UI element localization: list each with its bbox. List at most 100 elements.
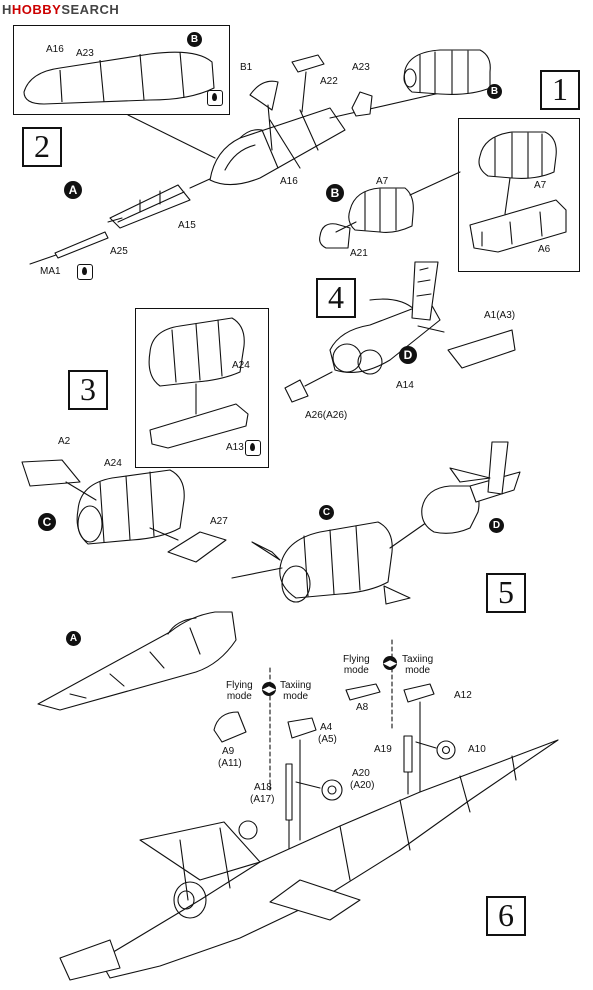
paint-icon	[207, 90, 223, 106]
wing-a27	[167, 531, 227, 563]
part-label-a16: A16	[280, 176, 298, 187]
center-fuselage-c	[251, 521, 411, 605]
fuselage-front	[209, 107, 346, 186]
assembly-arrow	[267, 104, 273, 151]
watermark: HHOBBYSEARCH	[2, 2, 119, 17]
step-number-1: 1	[540, 70, 580, 110]
callout-line	[127, 114, 216, 159]
part-label-a25: A25	[110, 246, 128, 257]
assembly-arrow	[415, 741, 437, 749]
taxiing-text: Taxiing	[280, 680, 312, 691]
panel-a22	[291, 54, 325, 73]
watermark-brand: HOBBY	[11, 2, 62, 17]
door-a9	[213, 711, 247, 743]
mode-text: mode	[343, 665, 369, 676]
part-label-a6: A6	[538, 244, 551, 255]
part-label-a12: A12	[454, 690, 472, 701]
flying-text: Flying	[343, 654, 370, 665]
subassembly-b-marker-inset: B	[187, 32, 202, 47]
part-label-a2: A2	[58, 436, 71, 447]
wing-a2	[21, 459, 81, 487]
assembly-axis	[389, 519, 431, 549]
paint-icon	[77, 264, 93, 280]
seat-a23	[351, 91, 373, 117]
cone-a26	[284, 379, 309, 403]
part-label-a18: A18	[254, 782, 272, 793]
engine-b	[403, 49, 491, 95]
paint-icon	[245, 440, 261, 456]
inset-floor-a13	[149, 403, 249, 449]
canopy-b1	[249, 80, 279, 111]
part-label-a10: A10	[468, 744, 486, 755]
part-label-a9: A9	[222, 746, 235, 757]
subassembly-b-marker-top: B	[487, 84, 502, 99]
part-label-a21: A21	[350, 248, 368, 259]
pitot-a25	[29, 231, 109, 265]
part-label-a4-alt: (A5)	[318, 734, 337, 745]
inset-intake-a24	[148, 317, 245, 387]
assembly-arrow	[189, 177, 213, 189]
part-label-a23-inset: A23	[76, 48, 94, 59]
flying-text: Flying	[226, 680, 253, 691]
rear-fuselage-a14	[329, 261, 441, 375]
assembly-arrow	[335, 221, 357, 233]
part-label-a14: A14	[396, 380, 414, 391]
subassembly-d-marker-5: D	[489, 518, 504, 533]
assembly-arrow	[504, 177, 511, 215]
subassembly-d-marker-4: D	[399, 346, 417, 364]
assembly-arrow	[301, 71, 307, 113]
intake-a24	[76, 469, 185, 545]
part-label-a18-alt: (A17)	[250, 794, 275, 805]
complete-aircraft	[59, 739, 559, 981]
inset-engine-a7	[478, 131, 557, 179]
rear-section-d	[421, 441, 521, 534]
door-a8	[345, 683, 381, 701]
flying-mode-label-left: Flying mode	[226, 680, 253, 702]
callout-line	[409, 171, 461, 196]
part-label-a15: A15	[178, 220, 196, 231]
step-number-3: 3	[68, 370, 108, 410]
part-label-a13: A13	[226, 442, 244, 453]
nose-cone-a15	[109, 184, 191, 229]
taxiing-mode-label-right: Taxiing mode	[402, 654, 433, 676]
gear-leg-a19	[403, 735, 413, 773]
part-label-a9-alt: (A11)	[218, 758, 242, 769]
mode-switch-icon: ◀▶	[383, 656, 397, 670]
nose-section-a	[37, 611, 237, 711]
gear-leg-a18	[285, 763, 293, 821]
mode-text: mode	[405, 665, 431, 676]
assembly-arrow	[107, 217, 123, 223]
part-label-a8: A8	[356, 702, 369, 713]
subassembly-c-marker-5: C	[319, 505, 334, 520]
mode-switch-icon: ◀▶	[262, 682, 276, 696]
mode-text: mode	[283, 691, 309, 702]
part-label-a23: A23	[352, 62, 370, 73]
step-number-5: 5	[486, 573, 526, 613]
part-label-ma1: MA1	[40, 266, 61, 277]
subassembly-a-marker-top: A	[64, 181, 82, 199]
part-label-b1: B1	[240, 62, 253, 73]
taxiing-text: Taxiing	[402, 654, 434, 665]
inset-fuselage-a6	[469, 199, 567, 253]
subassembly-a-marker-5: A	[66, 631, 81, 646]
wheel-a20	[321, 779, 343, 801]
part-label-a20-alt: (A20)	[350, 780, 375, 791]
taxiing-mode-label-left: Taxiing mode	[280, 680, 311, 702]
assembly-axis	[231, 567, 283, 579]
watermark-rest: SEARCH	[61, 2, 120, 17]
door-a4	[287, 717, 317, 739]
wheel-a10	[436, 740, 456, 760]
part-label-a26: A26(A26)	[305, 410, 348, 421]
assembly-arrow	[304, 371, 333, 387]
assembly-arrow	[65, 481, 97, 501]
part-label-a4: A4	[320, 722, 333, 733]
assembly-arrow	[149, 527, 179, 541]
door-a12	[403, 683, 435, 703]
watermark-mark: H	[2, 2, 12, 17]
part-label-a22: A22	[320, 76, 338, 87]
assembly-arrow	[417, 325, 445, 333]
part-label-a16-inset: A16	[46, 44, 64, 55]
